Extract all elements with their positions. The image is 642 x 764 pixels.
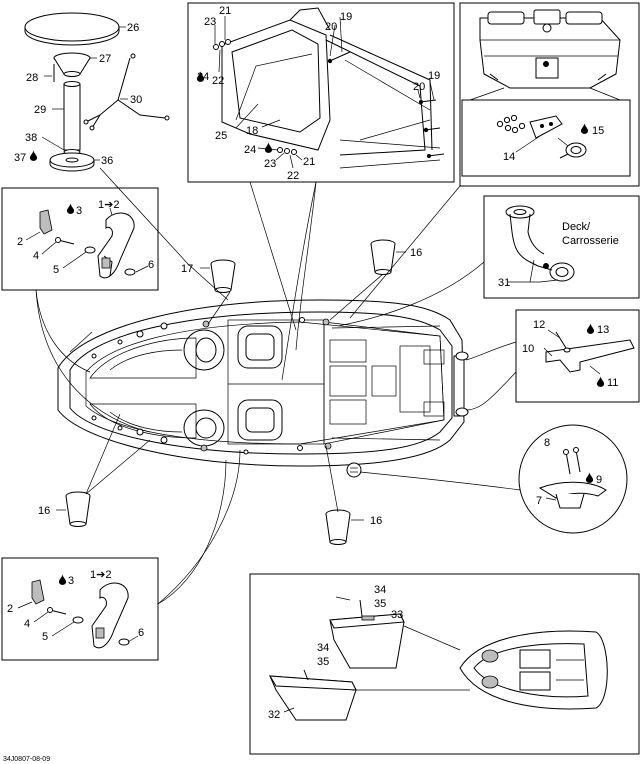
cup-holders [56,239,406,545]
label-22-b: 22 [287,170,299,182]
label-2-bottom: 2 [7,603,13,615]
label-17: 17 [181,263,193,275]
label-12: 12 [533,319,545,331]
label-5-bottom: 5 [42,631,48,643]
grab-handle-top [25,203,149,279]
label-6-bottom: 6 [138,627,144,639]
label-25: 25 [215,130,227,142]
label-16-c: 16 [370,515,382,527]
cleat-panel [518,424,628,534]
label-35-b: 35 [317,656,329,668]
label-5-top: 5 [53,264,59,276]
grab-handle-panel-bottom [1,557,159,661]
label-34-b: 34 [317,642,329,654]
label-33: 33 [391,609,403,621]
label-4-top: 4 [33,250,39,262]
grab-handle-panel-top [1,187,159,291]
label-32: 32 [268,709,280,721]
label-35-a: 35 [374,598,386,610]
label-3-top: 3 [76,205,82,217]
glovebox-assembly [196,7,445,169]
label-8: 8 [544,437,550,449]
leader-lines [35,167,521,605]
label-23-b: 23 [264,158,276,170]
label-28: 28 [26,72,38,84]
label-21-a: 21 [219,5,231,17]
label-29: 29 [34,104,46,116]
label-16-a: 16 [410,247,422,259]
label-24-b: 24 [244,144,256,156]
grab-handle-bottom [17,574,139,649]
label-3-bottom: 3 [68,575,74,587]
label-7: 7 [536,495,542,507]
label-20-a: 20 [325,21,337,33]
label-26: 26 [127,22,139,34]
label-18: 18 [246,125,258,137]
deck-label-line2: Carrosserie [562,235,619,247]
label-16-b: 16 [38,505,50,517]
label-23-a: 23 [204,16,216,28]
label-9: 9 [596,474,602,486]
label-4-bottom: 4 [24,618,30,630]
label-36: 36 [101,155,113,167]
table-assembly [24,12,170,172]
label-27: 27 [99,53,111,65]
label-15: 15 [592,125,604,137]
label-13: 13 [597,324,609,336]
boat-hull [57,299,469,478]
stern-light-assembly [461,9,631,177]
storage-bins [269,596,608,721]
deck-label-line1: Deck/ [562,221,591,233]
part-labels: 26 27 28 29 30 38 37 36 21 23 24 22 19 2… [7,5,619,721]
label-24-a: 24 [197,71,209,83]
label-22-a: 22 [212,75,224,87]
label-19-b: 19 [428,70,440,82]
label-2-top: 2 [17,236,23,248]
label-21-b: 21 [303,156,315,168]
label-11: 11 [607,377,618,389]
label-10: 10 [522,343,534,355]
label-38: 38 [25,132,37,144]
label-20-b: 20 [413,81,425,93]
label-14: 14 [503,151,515,163]
label-6-top: 6 [148,259,154,271]
label-30: 30 [130,94,142,106]
label-1-2-bottom: 1➔2 [90,569,111,581]
label-1-2-top: 1➔2 [98,199,119,211]
label-31: 31 [498,277,510,289]
label-37: 37 [14,152,26,164]
bracket-assembly [543,323,635,387]
drain-fitting [505,205,575,283]
label-34-a: 34 [374,584,386,596]
cleat-assembly [538,447,607,509]
label-19-a: 19 [340,11,352,23]
diagram-code: 34J0807-08-09 [3,756,50,763]
